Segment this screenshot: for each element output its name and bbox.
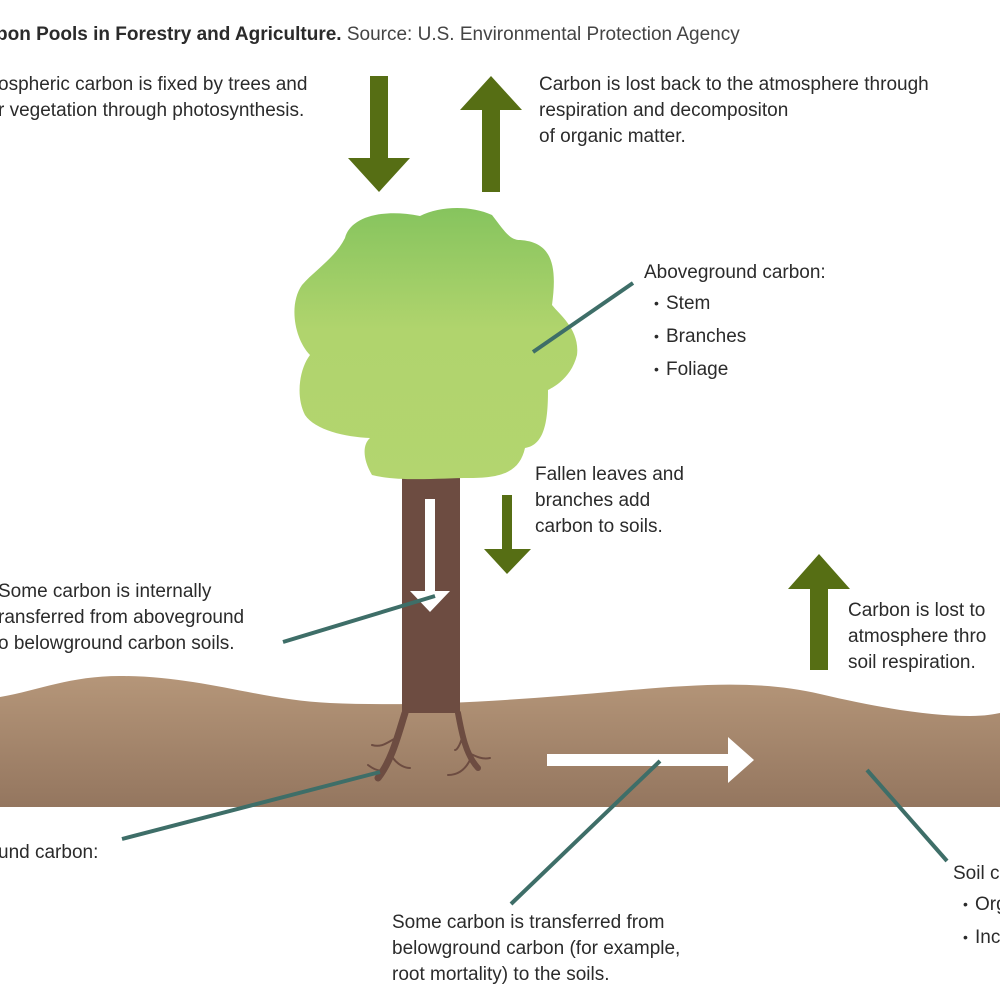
label-line: ransferred from aboveground	[0, 607, 245, 628]
leader-line-internal	[282, 594, 436, 644]
arrow-right-root-transfer-icon	[547, 737, 754, 783]
label-line: ospheric carbon is fixed by trees and	[0, 74, 308, 95]
soil-ground	[0, 676, 1000, 807]
label-internal-transfer: Some carbon is internally ransferred fro…	[0, 579, 244, 657]
label-soil-carbon: Soil c Org Inc	[953, 860, 1000, 954]
arrow-down-photosynthesis-icon	[348, 76, 410, 192]
arrow-down-internal-transfer-icon	[410, 499, 450, 612]
list-item: Branches	[644, 320, 826, 353]
label-line: belowground carbon (for example,	[392, 938, 681, 959]
label-heading: und carbon:	[0, 842, 99, 863]
label-line: branches add	[535, 490, 651, 511]
label-fallen-leaves: Fallen leaves and branches add carbon to…	[535, 462, 684, 540]
label-belowground-carbon: und carbon:	[0, 840, 98, 866]
arrow-up-soil-respiration-icon	[788, 554, 850, 670]
list-item: Stem	[644, 287, 826, 320]
leader-line-aboveground	[531, 281, 635, 354]
label-line: of organic matter.	[539, 126, 686, 147]
label-line: r vegetation through photosynthesis.	[0, 100, 305, 121]
figure-title-bold: bon Pools in Forestry and Agriculture.	[0, 24, 342, 45]
label-heading: Aboveground carbon:	[644, 262, 826, 283]
label-line: root mortality) to the soils.	[392, 964, 610, 985]
tree-canopy	[294, 207, 578, 480]
label-line: Fallen leaves and	[535, 464, 684, 485]
label-photosynthesis: ospheric carbon is fixed by trees and r …	[0, 72, 307, 124]
label-line: respiration and decompositon	[539, 100, 789, 121]
leader-line-soil-carbon	[865, 768, 949, 863]
list-item: Inc	[953, 921, 1000, 954]
arrow-up-respiration-icon	[460, 76, 522, 192]
label-line: soil respiration.	[848, 652, 976, 673]
label-heading: Soil c	[953, 863, 1000, 884]
tree-roots	[367, 709, 491, 782]
arrow-down-fallen-leaves-icon	[484, 495, 531, 574]
label-line: carbon to soils.	[535, 516, 663, 537]
label-line: Carbon is lost to	[848, 600, 986, 621]
label-respiration: Carbon is lost back to the atmosphere th…	[539, 72, 929, 150]
label-aboveground-carbon: Aboveground carbon: Stem Branches Foliag…	[644, 259, 826, 386]
label-line: Some carbon is transferred from	[392, 912, 665, 933]
list-item: Org	[953, 888, 1000, 921]
label-root-transfer: Some carbon is transferred from belowgro…	[392, 910, 680, 988]
label-line: o belowground carbon soils.	[0, 633, 235, 654]
label-line: atmosphere thro	[848, 626, 987, 647]
leader-line-belowground	[121, 770, 381, 841]
figure-title: bon Pools in Forestry and Agriculture. S…	[0, 24, 740, 46]
label-line: Carbon is lost back to the atmosphere th…	[539, 74, 929, 95]
figure-source: Source: U.S. Environmental Protection Ag…	[346, 24, 740, 45]
label-line: Some carbon is internally	[0, 581, 212, 602]
label-soil-respiration: Carbon is lost to atmosphere thro soil r…	[848, 598, 986, 676]
leader-line-root-transfer	[509, 759, 662, 906]
list-item: Foliage	[644, 353, 826, 386]
